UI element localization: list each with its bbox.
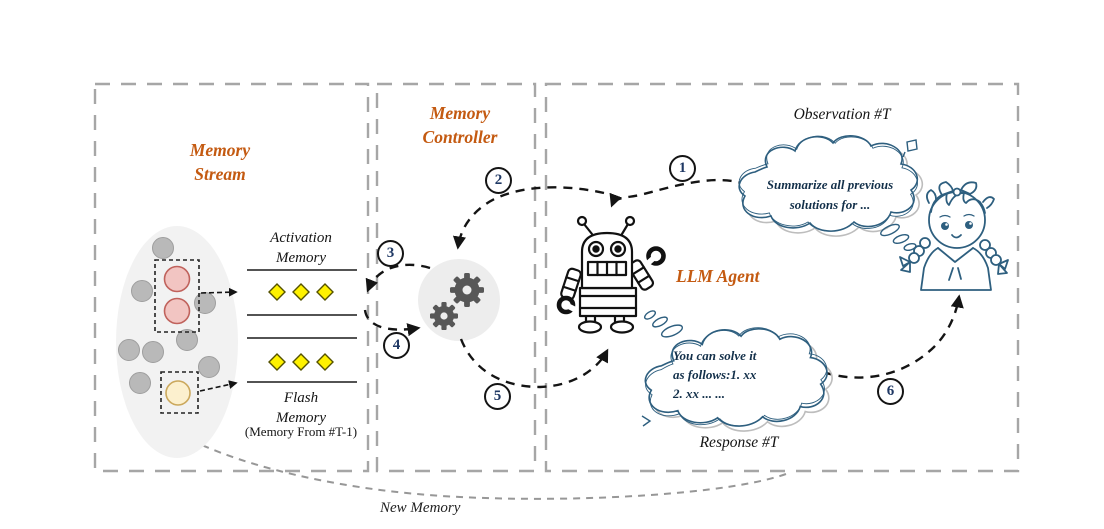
memory-controller-title-line1: Memory [429,103,491,123]
memory-controller-title: Memory Controller [388,102,532,149]
llm-agent-label: LLM Agent [676,266,760,286]
flow-arrow-1 [609,178,748,208]
step-3-badge: 3 [377,240,404,267]
memory-selection-boxes [154,259,200,414]
cloud-tail-scribbles [641,139,918,427]
step-4-badge: 4 [383,332,410,359]
flash-memory-label: Flash Memory [276,390,326,427]
memory-stream-title-line1: Memory [189,140,251,160]
robot-icon [556,215,666,334]
memory-stream-title-line2: Stream [194,163,246,184]
flash-memory-diamond-icons [268,353,334,371]
flash-memory-subtitle: (Memory From #T-1) [244,424,358,439]
flow-arrow-3 [365,263,431,293]
memory-nodes-activated [163,265,191,325]
llm-agent-frame [544,82,1020,473]
step-6-badge: 6 [877,378,904,405]
flow-arrows [363,178,964,389]
gears-icon [430,273,484,330]
flow-arrow-5 [459,338,609,389]
new-memory-label: New Memory [380,500,461,516]
step-5-badge: 5 [484,383,511,410]
activation-memory-label: Activation Memory [270,230,332,267]
selection-to-table-arrows [199,287,238,392]
observation-label: Observation #T [793,106,891,123]
memory-node-flash [165,380,191,406]
girl-icon [899,181,1009,291]
memory-stream-title: Memory Stream [148,139,292,186]
step-2-badge: 2 [485,167,512,194]
memory-table-lines [247,269,357,383]
response-bubble-text: You can solve it as follows:1. xx 2. xx … [673,348,757,401]
memory-controller-title-line2: Controller [422,126,498,147]
response-label: Response #T [699,434,779,451]
step-1-badge: 1 [669,155,696,182]
flow-arrow-4 [363,309,421,337]
activation-memory-diamond-icons [268,283,334,301]
observation-bubble-text: Summarize all previous solutions for ... [766,177,894,212]
memory-stream-frame [93,82,370,473]
flow-arrow-6 [822,294,964,379]
flow-arrow-2 [452,186,605,250]
